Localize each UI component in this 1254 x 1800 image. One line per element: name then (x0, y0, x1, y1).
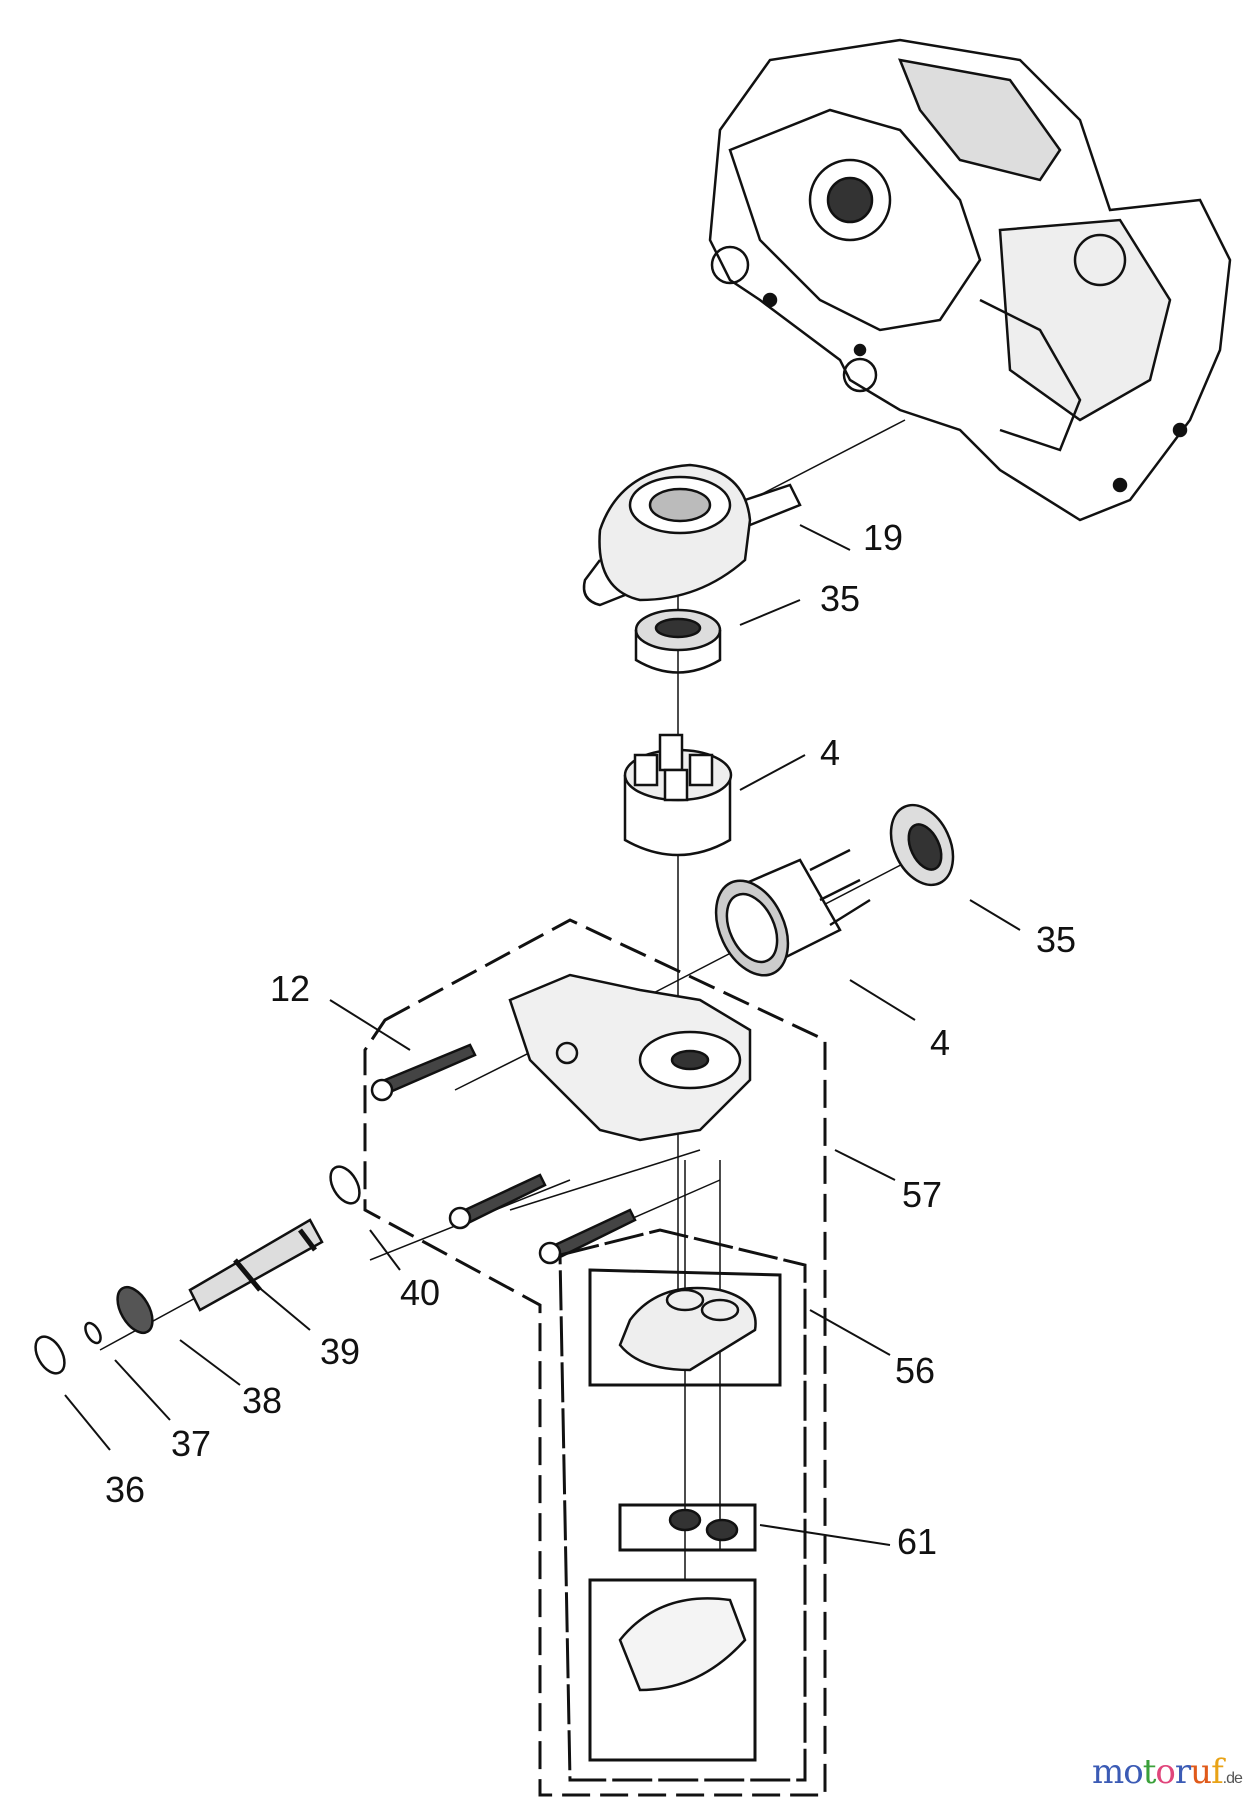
part-61-bushings (668, 1508, 739, 1542)
transmission-housing (708, 38, 1232, 522)
part-12-bolts (370, 1043, 637, 1265)
callout-4-right: 4 (929, 1022, 951, 1063)
cover-plate (588, 1578, 757, 1762)
callout-40: 40 (399, 1272, 441, 1313)
kit-61-outline (588, 1268, 782, 1552)
callout-36: 36 (104, 1469, 146, 1510)
callout-35-top: 35 (819, 578, 861, 619)
part-35-seal-right (889, 803, 955, 887)
callout-61: 61 (896, 1521, 938, 1562)
watermark-logo: motoruf.de (1092, 1752, 1243, 1792)
kit-56-outline (558, 1228, 807, 1782)
callout-12: 12 (269, 968, 311, 1009)
watermark-letter: r (1174, 1752, 1191, 1792)
part-19-housing (582, 463, 802, 607)
leader-lines (64, 524, 1021, 1546)
watermark-letter: t (1142, 1752, 1157, 1792)
part-39-shaft (188, 1218, 324, 1312)
callout-38: 38 (241, 1380, 283, 1421)
callout-4-top: 4 (819, 732, 841, 773)
part-4-cylinder-block-right (714, 848, 871, 977)
watermark-letter: u (1190, 1752, 1212, 1792)
watermark-letter: o (1155, 1752, 1176, 1792)
part-37-clip (84, 1321, 102, 1345)
callout-39: 39 (319, 1331, 361, 1372)
callout-35-right: 35 (1035, 919, 1077, 960)
callout-56: 56 (894, 1350, 936, 1391)
part-40-washer (329, 1165, 361, 1205)
watermark-letter: m (1092, 1752, 1124, 1792)
part-38-gear (116, 1285, 154, 1335)
part-35-seal-top (634, 608, 722, 674)
callout-37: 37 (170, 1423, 212, 1464)
watermark-text: motoruf (1092, 1752, 1224, 1792)
kit-57-outline (363, 918, 827, 1797)
part-4-cylinder-block-top (623, 733, 733, 857)
part-36-washer (34, 1335, 66, 1375)
callout-19: 19 (862, 517, 904, 558)
callout-57: 57 (901, 1174, 943, 1215)
port-plate (618, 1286, 757, 1372)
center-section (508, 973, 752, 1142)
watermark-suffix: .de (1222, 1770, 1243, 1787)
watermark-letter: f (1211, 1752, 1224, 1792)
watermark-letter: o (1123, 1752, 1144, 1792)
